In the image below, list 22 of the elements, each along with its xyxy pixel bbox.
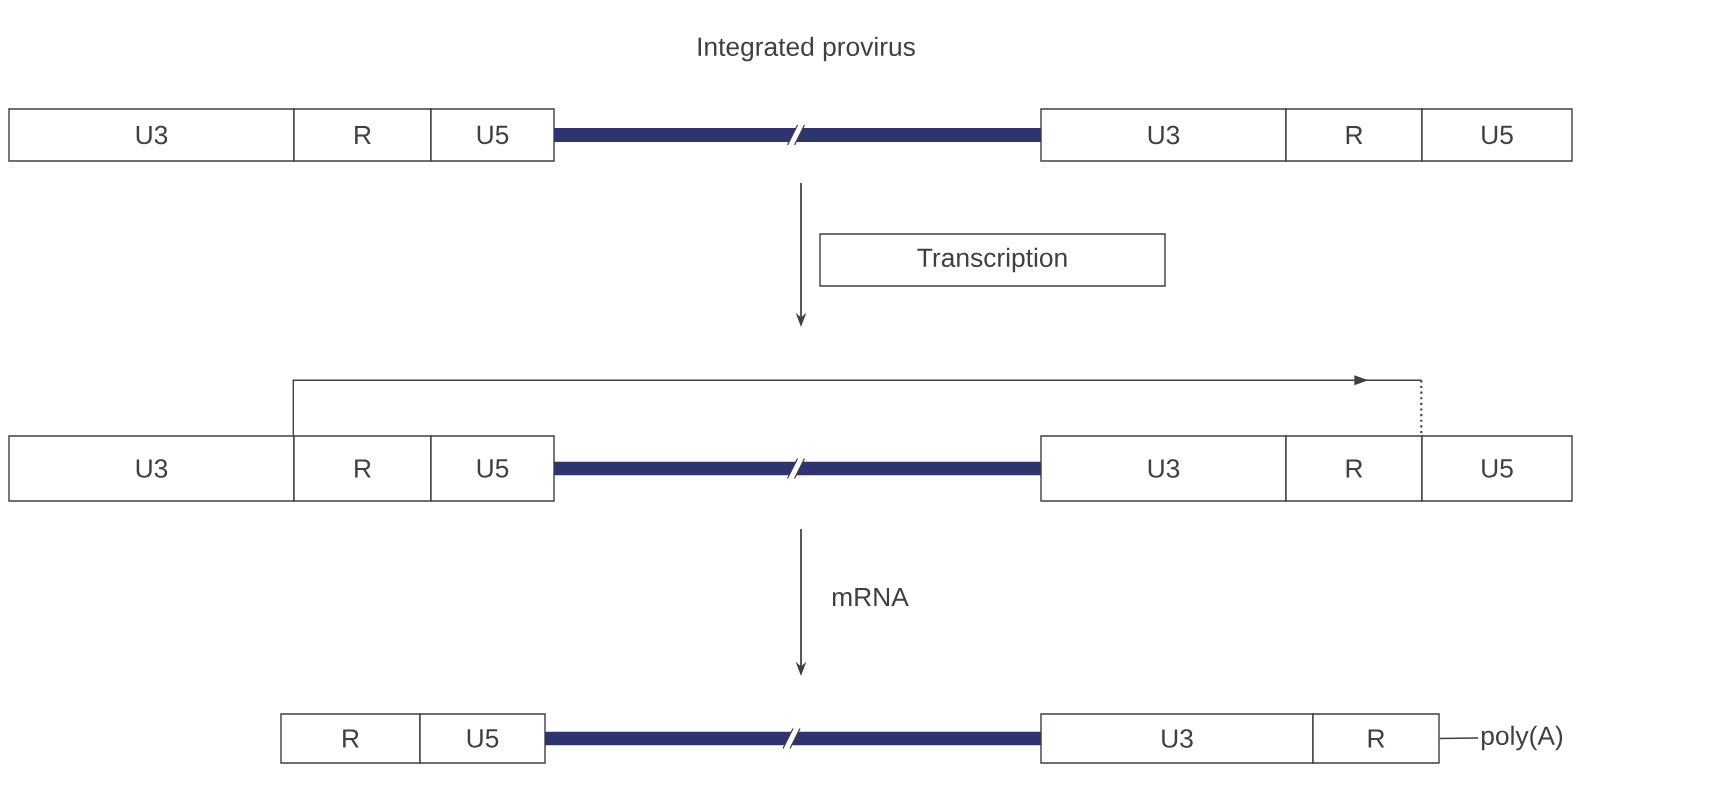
- step-label: mRNA: [832, 587, 909, 607]
- region-box: R: [1312, 713, 1440, 764]
- genome-bar: [554, 457, 1041, 480]
- region-box: R: [280, 713, 421, 764]
- region-box: U5: [1421, 108, 1573, 162]
- region-box: R: [1285, 435, 1423, 502]
- region-box: U5: [419, 713, 546, 764]
- label-text: poly(A): [1482, 725, 1563, 751]
- title: Integrated provirus: [698, 36, 915, 62]
- region-box: R: [293, 435, 432, 502]
- genome-bar: [554, 124, 1041, 146]
- region-box: R: [293, 108, 432, 162]
- step-box: Transcription: [819, 233, 1166, 287]
- transcript-arrow: [292, 375, 1423, 436]
- region-box: U3: [1040, 435, 1287, 502]
- region-box: U3: [1040, 108, 1287, 162]
- region-box: U5: [1421, 435, 1573, 502]
- region-box: R: [1285, 108, 1423, 162]
- region-box: U5: [430, 435, 555, 502]
- region-box: U5: [430, 108, 555, 162]
- connector-line: [1439, 737, 1479, 740]
- genome-bar: [545, 727, 1041, 750]
